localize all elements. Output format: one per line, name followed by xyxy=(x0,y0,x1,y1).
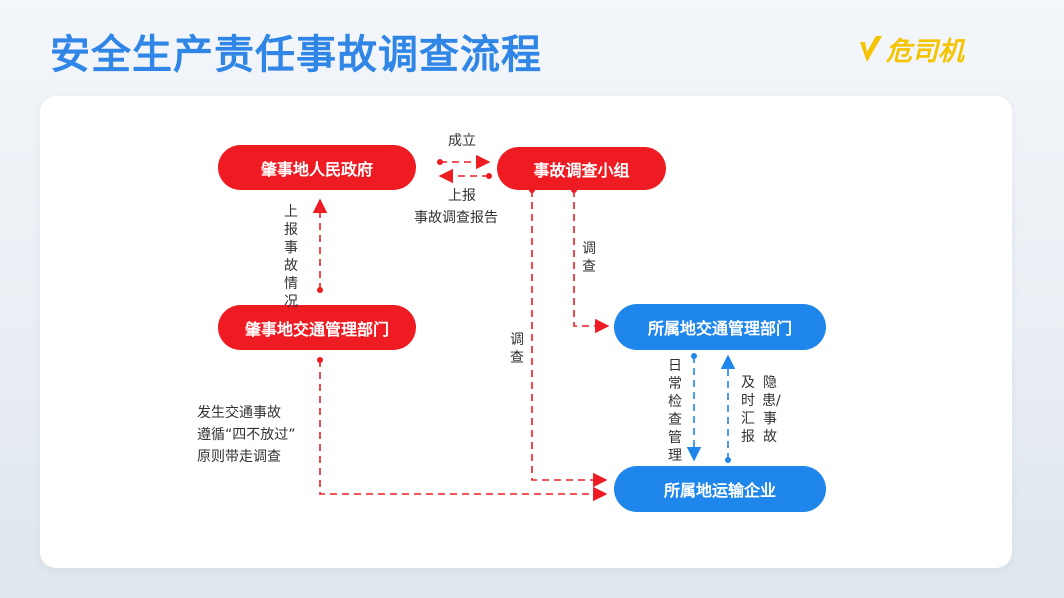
label-report-doc: 事故调查报告 xyxy=(414,210,498,226)
node-local-traffic-dept: 肇事地交通管理部门 xyxy=(218,305,416,350)
arrow-investigate-dept xyxy=(573,190,610,334)
label-establish: 成立 xyxy=(448,133,476,149)
arrow-local-to-enterprise xyxy=(319,360,608,502)
arrow-investigate-enterprise xyxy=(531,190,608,488)
label-hazard-1: 隐患/事故 xyxy=(762,375,781,445)
check-logo-icon xyxy=(860,36,882,62)
label-investigate-enterprise: 调查 xyxy=(510,332,524,366)
brand-logo: 危司机 xyxy=(858,32,965,67)
label-report-situation: 上报事故情况 xyxy=(284,204,298,310)
logo-text: 危司机 xyxy=(886,36,965,67)
node-enterprise: 所属地运输企业 xyxy=(614,466,826,512)
node-home-traffic-dept: 所属地交通管理部门 xyxy=(614,304,826,350)
label-principle-2: 遵循“四不放过” xyxy=(197,427,296,443)
label-investigate-dept: 调查 xyxy=(582,241,596,275)
node-gov: 肇事地人民政府 xyxy=(218,145,416,190)
label-principle-3: 原则带走调查 xyxy=(197,449,281,465)
label-report-up: 上报 xyxy=(448,188,476,204)
label-daily-check: 日常检查管理 xyxy=(668,358,682,464)
label-principle-1: 发生交通事故 xyxy=(197,405,281,421)
label-hazard-2: 及时汇报 xyxy=(741,375,755,445)
page-title: 安全生产责任事故调查流程 xyxy=(50,32,542,78)
node-investigation-team: 事故调查小组 xyxy=(497,147,666,190)
